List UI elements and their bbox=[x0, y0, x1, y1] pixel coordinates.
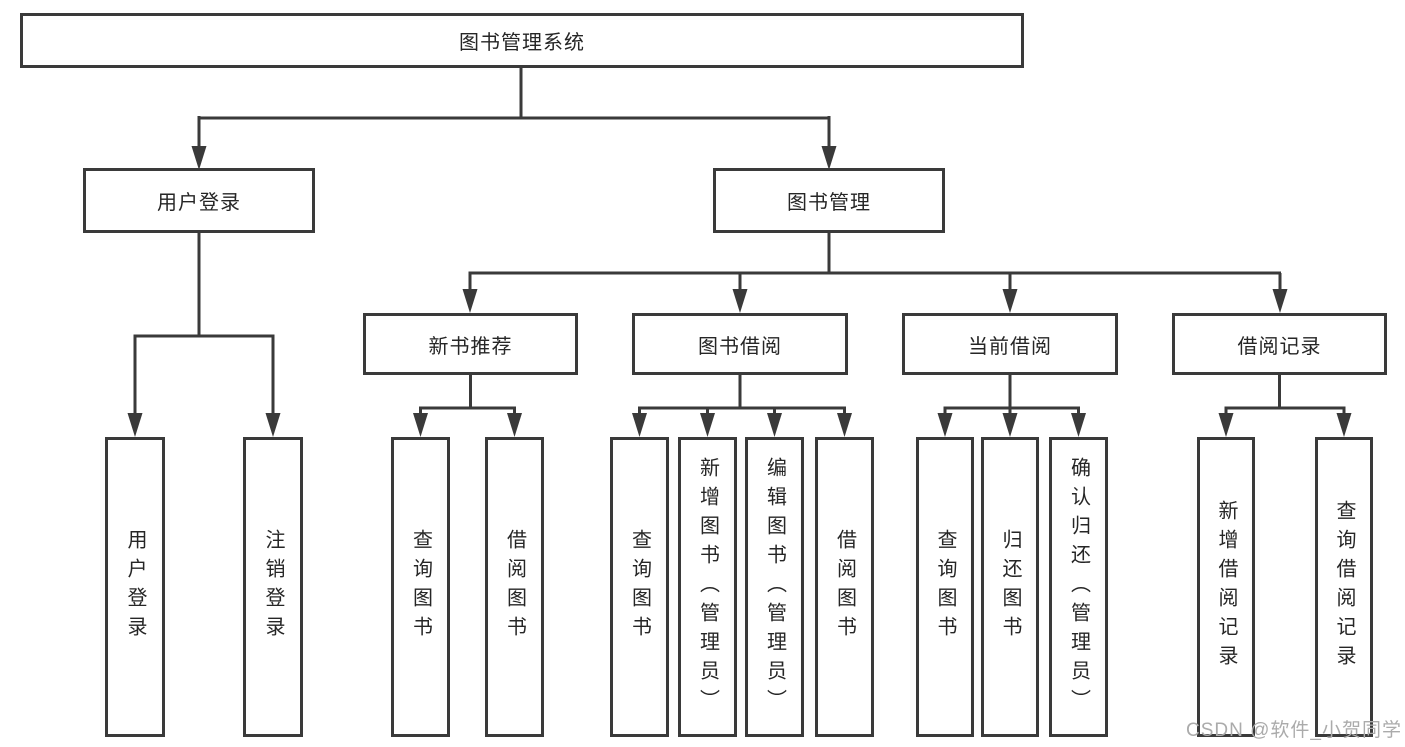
node-book-management: 图书管理 bbox=[713, 168, 945, 233]
leaf-query-borrow-record: 查询借阅记录 bbox=[1315, 437, 1373, 737]
leaf-query-book-recommend: 查询图书 bbox=[391, 437, 450, 737]
csdn-watermark: CSDN @软件_小贺同学 bbox=[1186, 720, 1402, 741]
node-current-borrow: 当前借阅 bbox=[902, 313, 1118, 375]
leaf-borrow-book-recommend: 借阅图书 bbox=[485, 437, 544, 737]
node-user-login: 用户登录 bbox=[83, 168, 315, 233]
leaf-edit-book-admin: 编辑图书（管理员） bbox=[745, 437, 804, 737]
leaf-query-book-current: 查询图书 bbox=[916, 437, 974, 737]
leaf-add-book-admin: 新增图书（管理员） bbox=[678, 437, 737, 737]
leaf-query-book-borrow: 查询图书 bbox=[610, 437, 669, 737]
node-new-book-recommend: 新书推荐 bbox=[363, 313, 578, 375]
node-borrow-record: 借阅记录 bbox=[1172, 313, 1387, 375]
arrowhead-icons bbox=[127, 146, 1352, 437]
leaf-add-borrow-record: 新增借阅记录 bbox=[1197, 437, 1255, 737]
node-book-borrow: 图书借阅 bbox=[632, 313, 848, 375]
leaf-confirm-return-admin: 确认归还（管理员） bbox=[1049, 437, 1108, 737]
leaf-return-book: 归还图书 bbox=[981, 437, 1039, 737]
leaf-logout: 注销登录 bbox=[243, 437, 303, 737]
leaf-user-login: 用户登录 bbox=[105, 437, 165, 737]
leaf-borrow-book: 借阅图书 bbox=[815, 437, 874, 737]
node-root-system: 图书管理系统 bbox=[20, 13, 1024, 68]
